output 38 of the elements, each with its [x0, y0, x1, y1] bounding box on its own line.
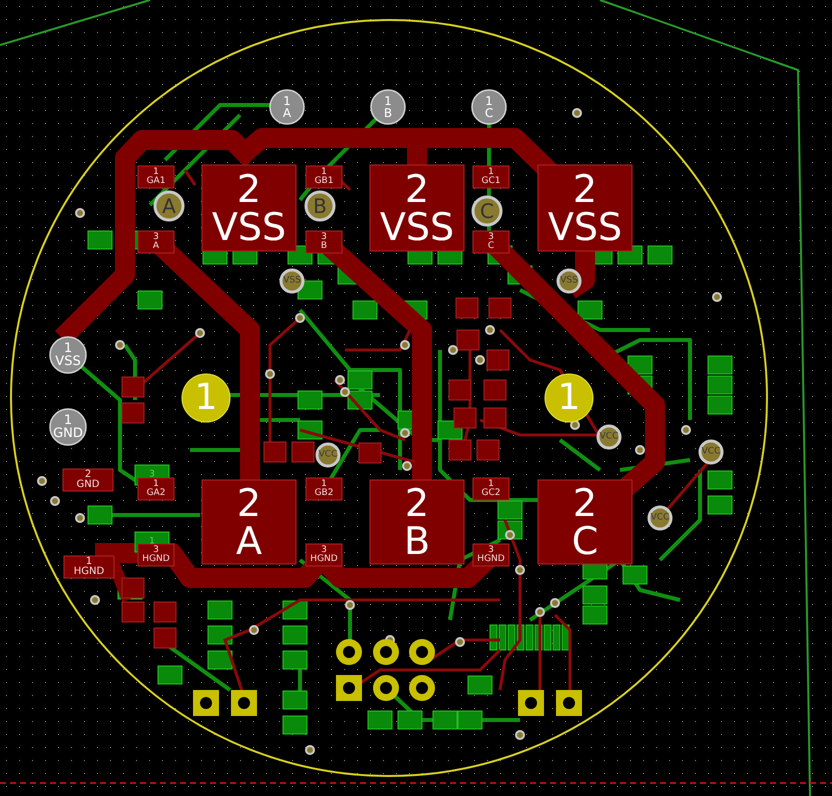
pad-label: 2 C — [572, 484, 598, 560]
pad-label: 2 GND — [76, 470, 100, 490]
pad-label: 2 A — [236, 484, 262, 560]
pad-label: 1 GA2 — [146, 480, 166, 498]
pad-label: 1 GC2 — [482, 480, 500, 498]
via-label: C — [480, 201, 494, 221]
via-label: VCC — [702, 448, 720, 456]
pad-label: 3 HGND — [310, 546, 338, 564]
pad-label: 1 GND — [53, 414, 83, 440]
pad-label: 3 C — [488, 233, 494, 251]
pad-label: 2 VSS — [548, 170, 622, 246]
pad-label: 2 VSS — [380, 170, 454, 246]
pad-label: 1 B — [384, 95, 392, 119]
via-label: B — [313, 196, 327, 216]
pad-label: 3 — [149, 470, 155, 480]
pad-label: 1 VSS — [55, 342, 81, 368]
pad-number: 1 — [558, 380, 580, 416]
pad-label: 3 HGND — [477, 546, 505, 564]
pad-label: 1 C — [484, 95, 494, 119]
pad-label: 1 GC1 — [482, 168, 500, 186]
pad-label: 3 A — [152, 233, 160, 251]
pad-label: 2 B — [404, 484, 430, 560]
via-label: VSS — [560, 276, 578, 286]
pad-label: 2 VSS — [212, 170, 286, 246]
pad-label: 1 — [149, 538, 155, 546]
via-label: VCC — [318, 450, 338, 460]
pad-label: 1 GA1 — [146, 168, 166, 186]
pad-label: 3 HGND — [142, 546, 170, 564]
via-label: VSS — [283, 276, 301, 286]
pad-label: 1 A — [282, 95, 292, 119]
via-label: VCC — [600, 432, 618, 442]
pad-label: 3 B — [320, 233, 328, 251]
pad-label: 1 HGND — [74, 557, 104, 577]
pad-label: 1 GB1 — [314, 168, 334, 186]
pad-label: 1 GB2 — [314, 480, 334, 498]
via-label: VCC — [650, 514, 670, 522]
via-label: A — [162, 196, 176, 216]
pad-number: 1 — [194, 380, 218, 416]
